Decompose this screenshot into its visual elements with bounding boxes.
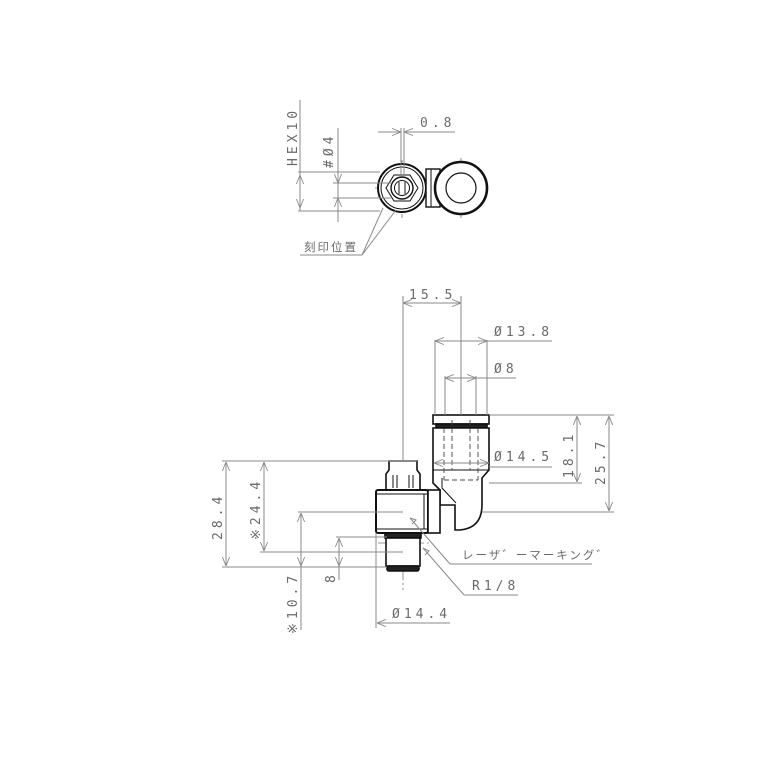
front-view: 15.5 Ø13.8 Ø8 Ø14.5 18.1 25.7 28.4: [211, 288, 614, 634]
hex-label: HEX10: [286, 107, 301, 166]
swivel-body: [375, 460, 441, 572]
top-view: HEX10 #Ø4 0.8 刻印位置: [286, 100, 489, 256]
dim-total-height-label: 28.4: [211, 493, 226, 540]
inner-diameter-label: #Ø4: [322, 133, 337, 168]
thread-label: R1/8: [472, 579, 519, 594]
dim-release-diameter-label: Ø14.5: [494, 450, 553, 465]
dim-tube-diameter-label: Ø8: [494, 362, 518, 377]
swivel-body-top: [377, 163, 427, 213]
dim-height-25-label: 25.7: [594, 438, 609, 485]
dim-outer-diameter-label: Ø13.8: [494, 325, 553, 340]
marking-position-label: 刻印位置: [304, 240, 358, 254]
dim-height-10-label: ※10.7: [286, 572, 301, 634]
dim-body-diameter-label: Ø14.4: [392, 607, 451, 622]
dim-offset-label: 15.5: [409, 288, 456, 303]
dim-thread-length-label: 8: [324, 571, 339, 583]
laser-marking-label: レーザ゛ーマーキング゛: [462, 548, 610, 562]
dim-height-24-label: ※24.4: [249, 478, 264, 540]
dim-height-18-label: 18.1: [562, 431, 577, 478]
elbow-tube-fitting: [432, 414, 490, 531]
elbow-body-top: [433, 160, 489, 216]
offset-label: 0.8: [420, 116, 455, 131]
